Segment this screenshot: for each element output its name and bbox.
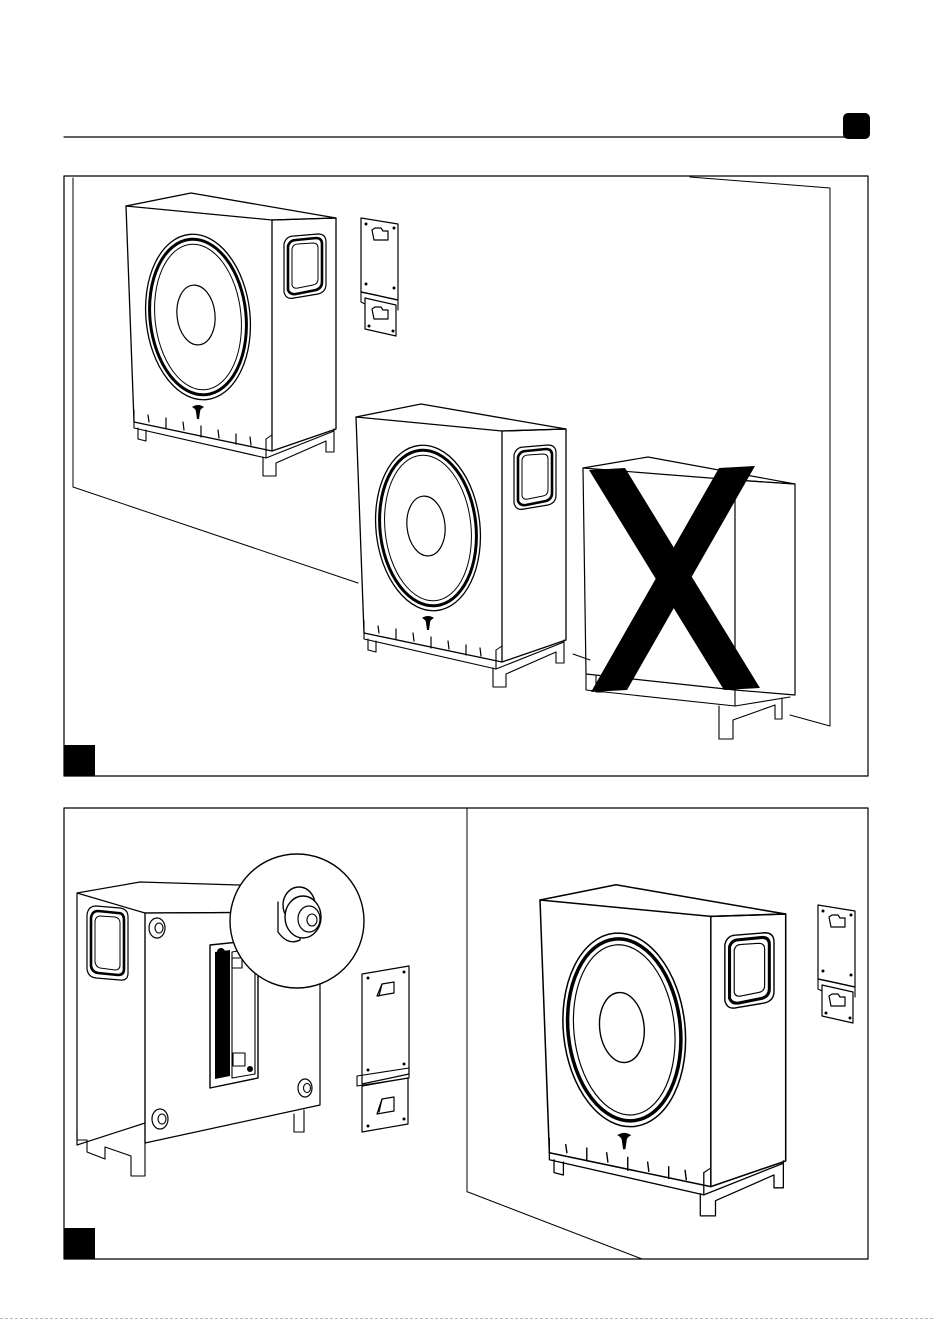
subwoofer-front-view	[540, 885, 786, 1216]
wall-bracket	[818, 905, 855, 1023]
figure-2	[64, 808, 868, 1259]
bumper-zoom-circle	[230, 854, 364, 988]
figure-2-number-tab	[64, 1228, 95, 1259]
subwoofer-front-view	[126, 193, 336, 476]
page-tab-marker	[843, 113, 870, 139]
figure-1-number-tab	[64, 745, 95, 776]
cross-mark-icon	[589, 466, 760, 692]
wall-outline	[468, 1192, 642, 1259]
wall-bracket	[357, 966, 409, 1132]
subwoofer-on-wall-correct	[356, 404, 566, 687]
page-edge-guide	[0, 1318, 933, 1319]
figure-2-frame	[64, 808, 868, 1259]
wall-bracket	[361, 218, 398, 336]
figure-1	[64, 176, 868, 776]
